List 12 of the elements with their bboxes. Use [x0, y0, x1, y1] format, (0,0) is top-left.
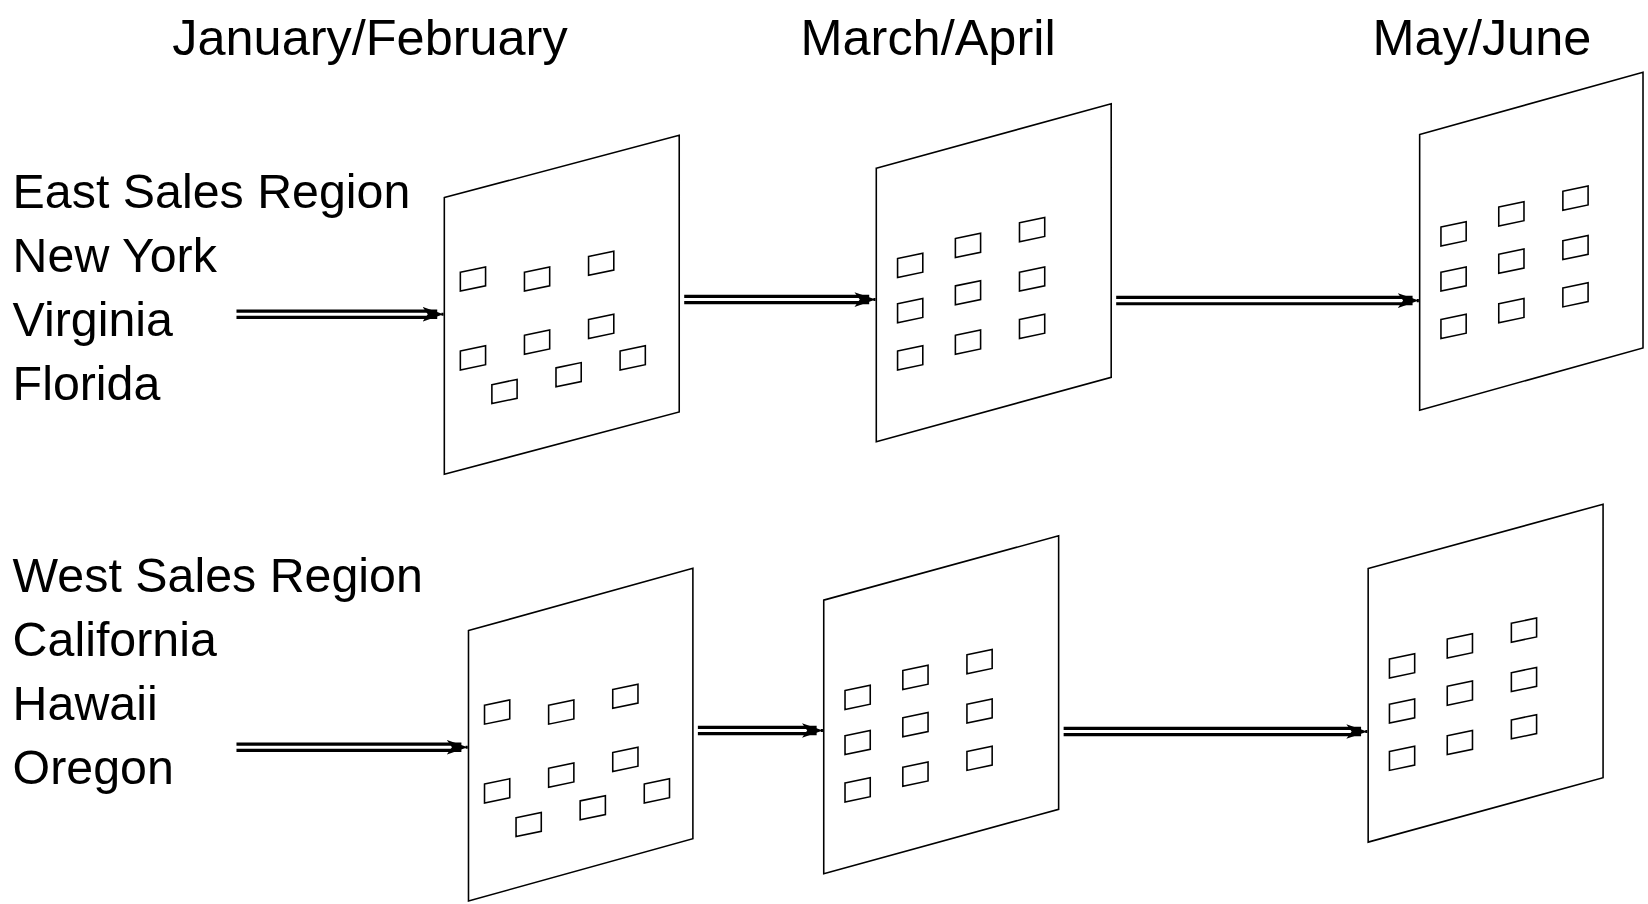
region-label: Oregon [12, 738, 174, 797]
region-label: Virginia [12, 291, 173, 349]
region-label: East Sales Region [12, 162, 411, 221]
column-heading: March/April [800, 8, 1056, 68]
region-label: West Sales Region [12, 546, 423, 605]
region-label: California [12, 610, 217, 669]
double-arrow [1062, 724, 1369, 739]
region-label: New York [12, 227, 217, 285]
region-label: Hawaii [12, 674, 158, 733]
region-label: Florida [12, 355, 161, 413]
column-heading: May/June [1372, 8, 1592, 68]
column-heading: January/February [172, 8, 568, 68]
